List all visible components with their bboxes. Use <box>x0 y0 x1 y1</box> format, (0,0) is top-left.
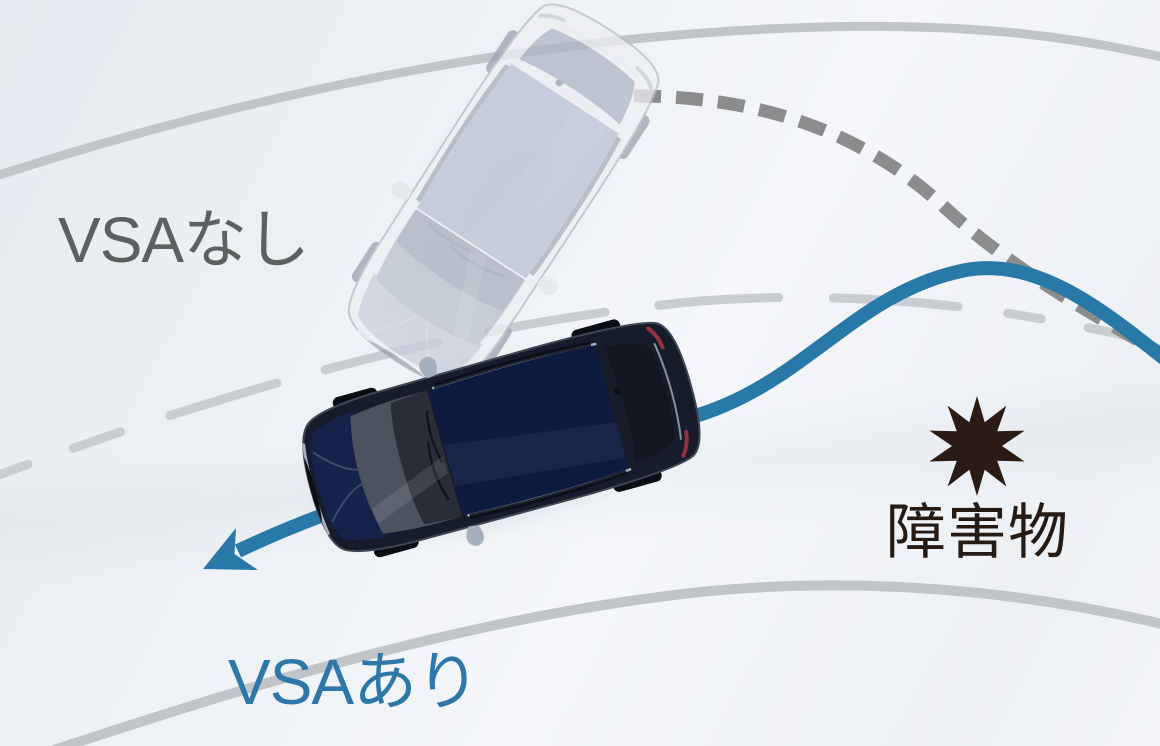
lane-center-dashed-line <box>0 292 1160 480</box>
without-vsa-label: VSAなし <box>58 204 310 276</box>
obstacle-label: 障害物 <box>886 499 1069 566</box>
vsa-on-arrowhead-icon <box>203 528 258 570</box>
road <box>0 21 1160 746</box>
obstacle-star-icon <box>929 396 1025 496</box>
vsa-off-trajectory-dashed-line <box>633 89 1160 361</box>
with-vsa-label: VSAあり <box>228 646 480 718</box>
road-inner-edge-line <box>50 580 1160 746</box>
road-outer-edge-line <box>0 21 1160 180</box>
